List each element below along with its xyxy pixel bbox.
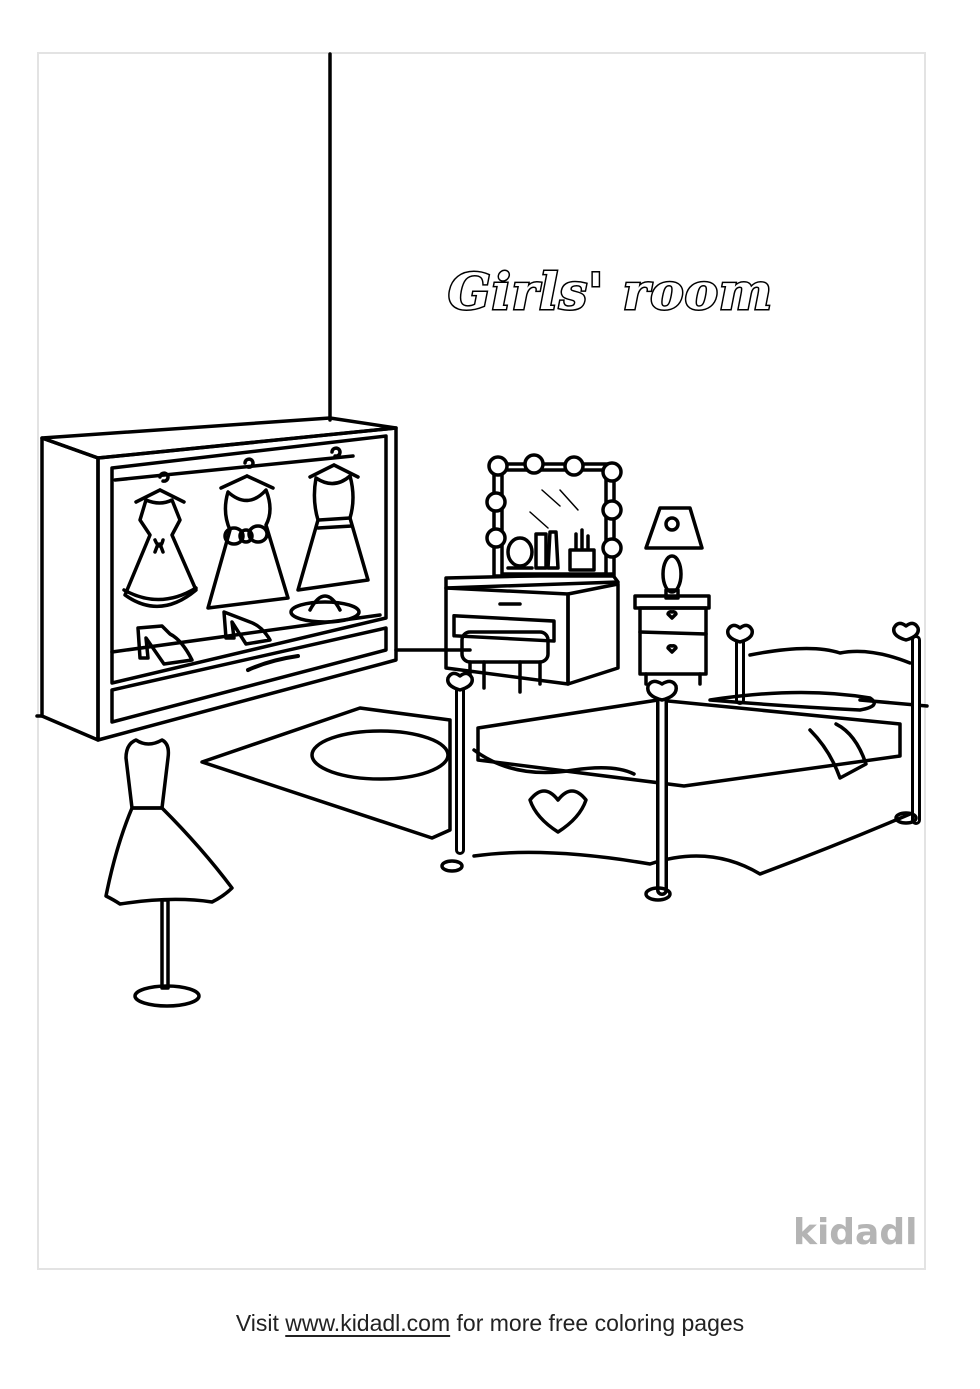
nightstand	[633, 594, 711, 686]
bed	[440, 621, 921, 902]
rug	[200, 706, 452, 840]
vanity-mirror	[485, 453, 623, 578]
dress-form	[104, 738, 234, 1008]
wardrobe	[40, 416, 398, 742]
kidadl-watermark: kidadl	[793, 1212, 918, 1253]
kidadl-link[interactable]: www.kidadl.com	[285, 1310, 451, 1336]
footer-prefix: Visit	[235, 1310, 286, 1336]
vanity-desk	[444, 572, 620, 686]
table-lamp	[644, 506, 704, 600]
footer-text: Visit www.kidadl.com for more free color…	[0, 1310, 980, 1337]
footer-suffix: for more free coloring pages	[450, 1310, 745, 1336]
page-title: Girls' room	[447, 261, 774, 323]
stool	[460, 630, 550, 694]
